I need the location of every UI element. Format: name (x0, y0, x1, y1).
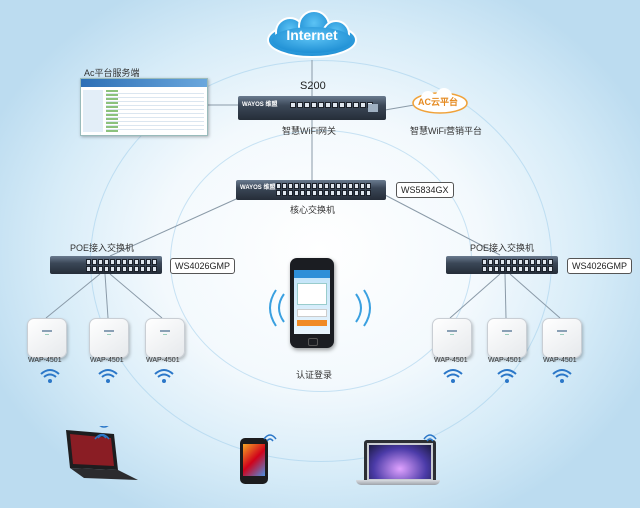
link-poe-right-ap1 (449, 273, 501, 319)
screenshot-header-bar (81, 79, 207, 87)
link-poe-right-ap3 (509, 273, 561, 319)
phone-home-button (308, 338, 318, 346)
broadcast-waves-icon (269, 289, 371, 327)
link-poe-left-ap2 (104, 273, 109, 319)
gateway-console-port (368, 104, 378, 112)
core-switch-brand: WAYOS 维盟 (240, 185, 276, 191)
link-poe-left-ap1 (45, 273, 101, 319)
access-point-label: WAP-4501 (434, 357, 468, 364)
poe-switch-left-ports (86, 259, 157, 272)
gateway-caption: 智慧WiFi网关 (282, 126, 336, 136)
link-core-poe-left (109, 194, 246, 257)
poe-switch-left-device (50, 256, 162, 274)
gateway-brand: WAYOS 维盟 (242, 102, 278, 108)
access-point-label: WAP-4501 (543, 357, 577, 364)
wifi-signal-icon (497, 369, 517, 383)
poe-switch-left-model-tag: WS4026GMP (170, 258, 236, 274)
phone-screen-input (297, 309, 327, 317)
internet-cloud-icon (267, 10, 357, 58)
wifi-signal-icon (423, 434, 437, 442)
wifi-signal-icon (263, 434, 277, 442)
gateway-ports (290, 102, 373, 108)
wifi-signal-icon (40, 369, 60, 383)
access-point-label: WAP-4501 (488, 357, 522, 364)
access-point-label: WAP-4501 (146, 357, 180, 364)
access-point (432, 318, 472, 358)
core-switch-model-tag: WS5834GX (396, 182, 454, 198)
access-point (542, 318, 582, 358)
screenshot-status-column (106, 90, 118, 132)
poe-switch-right-ports (482, 259, 553, 272)
core-switch-ports (276, 183, 371, 196)
phone-screen-banner (297, 283, 327, 305)
gateway-device: WAYOS 维盟 (238, 96, 386, 120)
wifi-signal-icon (94, 433, 110, 440)
phone-screen-login-button (297, 320, 327, 326)
ac-cloud-icon (412, 88, 468, 114)
ac-platform-caption: Ac平台服务端 (84, 68, 140, 78)
access-point (487, 318, 527, 358)
laptop-icon (66, 426, 138, 480)
wifi-signal-icon (154, 369, 174, 383)
macbook-icon (364, 440, 436, 484)
smartphone-screen (243, 444, 265, 476)
macbook-base (356, 480, 440, 485)
access-point (145, 318, 185, 358)
access-point-label: WAP-4501 (28, 357, 62, 364)
ac-cloud-label: AC云平台 (418, 97, 458, 107)
internet-label: Internet (286, 27, 338, 43)
screenshot-table (106, 90, 204, 132)
poe-switch-right-model-tag: WS4026GMP (567, 258, 633, 274)
smartphone-login-device (290, 258, 334, 348)
core-switch-device: WAYOS 维盟 (236, 180, 386, 200)
poe-switch-right-device (446, 256, 558, 274)
poe-switch-right-caption: POE接入交换机 (470, 243, 535, 253)
wifi-signal-icon (98, 369, 118, 383)
link-poe-left-ap3 (109, 273, 163, 319)
wifi-signal-icon (552, 369, 572, 383)
screenshot-sidebar (83, 90, 103, 132)
link-poe-right-ap2 (504, 273, 507, 319)
macbook-screen (369, 445, 431, 479)
gateway-model-label: S200 (300, 80, 326, 92)
smartphone-icon (240, 438, 268, 484)
core-switch-caption: 核心交换机 (290, 205, 336, 215)
access-point (89, 318, 129, 358)
phone-screen-header (294, 270, 330, 278)
access-point (27, 318, 67, 358)
link-core-poe-right (384, 194, 501, 256)
ac-cloud-caption: 智慧WiFi营销平台 (410, 126, 482, 136)
phone-screen (294, 270, 330, 334)
poe-switch-left-caption: POE接入交换机 (70, 243, 135, 253)
ac-platform-screenshot (80, 78, 208, 136)
phone-caption: 认证登录 (296, 370, 333, 380)
access-point-label: WAP-4501 (90, 357, 124, 364)
wifi-signal-icon (443, 369, 463, 383)
